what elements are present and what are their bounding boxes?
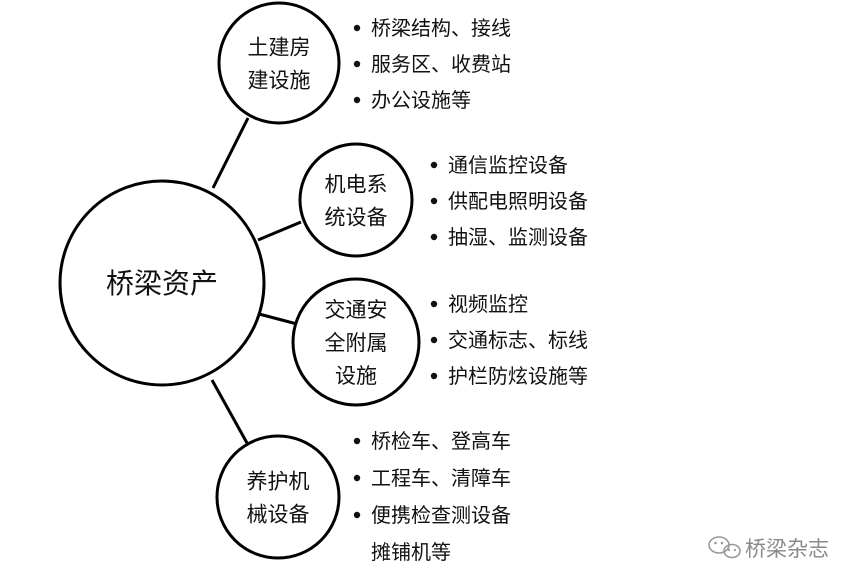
- list-item: 护栏防炫设施等: [430, 364, 588, 388]
- connector-line-3: [258, 312, 298, 326]
- list-item: 办公设施等: [353, 88, 471, 112]
- list-item-text: 护栏防炫设施等: [448, 364, 588, 388]
- category-label-line: 全附属: [325, 331, 388, 355]
- category-label-line: 设施: [335, 364, 377, 388]
- connector-line-4: [210, 379, 249, 444]
- category-label-line: 建设施: [248, 69, 311, 93]
- connector-line-2: [257, 220, 302, 242]
- list-item-text: 通信监控设备: [448, 153, 568, 177]
- center-circle: [58, 179, 266, 387]
- bullet-dot: [430, 336, 438, 344]
- bullet-dot: [353, 96, 361, 104]
- list-item: 服务区、收费站: [353, 52, 511, 76]
- category-label-line: 械设备: [247, 503, 310, 527]
- bullet-dot: [353, 511, 361, 519]
- bullet-dot: [353, 24, 361, 32]
- item-lists: 桥梁结构、接线服务区、收费站办公设施等通信监控设备供配电照明设备抽湿、监测设备视…: [353, 16, 588, 564]
- list-item-text: 桥检车、登高车: [371, 429, 511, 453]
- list-item-text: 供配电照明设备: [448, 189, 588, 213]
- category-label-line: 统设备: [325, 206, 388, 230]
- list-item: 抽湿、监测设备: [430, 225, 588, 249]
- category-label-line: 养护机: [247, 470, 310, 494]
- wechat-icon: [708, 536, 741, 559]
- bullet-dot: [430, 300, 438, 308]
- category-label-line: 机电系: [325, 173, 388, 197]
- center-node: 桥梁资产: [58, 179, 266, 387]
- bullet-dot: [353, 474, 361, 482]
- list-item-text: 桥梁结构、接线: [371, 16, 511, 40]
- center-label: 桥梁资产: [106, 267, 218, 300]
- list-item-text: 工程车、清障车: [371, 466, 511, 490]
- watermark: 桥梁杂志: [708, 536, 829, 561]
- category-circle: [217, 1, 341, 125]
- category-circle: [215, 434, 341, 560]
- list-item: 视频监控: [430, 292, 528, 316]
- bullet-dot: [430, 197, 438, 205]
- list-item-text: 交通标志、标线: [448, 328, 588, 352]
- bullet-dot: [430, 161, 438, 169]
- list-item-text: 摊铺机等: [371, 540, 451, 564]
- category-label-line: 土建房: [248, 36, 311, 60]
- category-label-line: 交通安: [325, 298, 388, 322]
- connectors: [210, 117, 302, 444]
- bullet-dot: [430, 233, 438, 241]
- bullet-dot: [430, 372, 438, 380]
- list-item: 供配电照明设备: [430, 189, 588, 213]
- list-item: 桥检车、登高车: [353, 429, 511, 453]
- list-item: 工程车、清障车: [353, 466, 511, 490]
- list-item: 桥梁结构、接线: [353, 16, 511, 40]
- list-item: 通信监控设备: [430, 153, 568, 177]
- list-item-text: 抽湿、监测设备: [448, 225, 588, 249]
- list-item-text: 便携检查测设备: [371, 503, 511, 527]
- category-circle: [291, 277, 421, 407]
- list-item-text: 办公设施等: [371, 88, 471, 112]
- bullet-dot: [353, 437, 361, 445]
- list-item: 交通标志、标线: [430, 328, 588, 352]
- category-circle: [298, 142, 414, 258]
- watermark-text: 桥梁杂志: [745, 537, 829, 561]
- list-item-text: 服务区、收费站: [371, 52, 511, 76]
- bullet-dot: [353, 60, 361, 68]
- connector-line-1: [211, 117, 250, 189]
- list-item-text: 视频监控: [448, 292, 528, 316]
